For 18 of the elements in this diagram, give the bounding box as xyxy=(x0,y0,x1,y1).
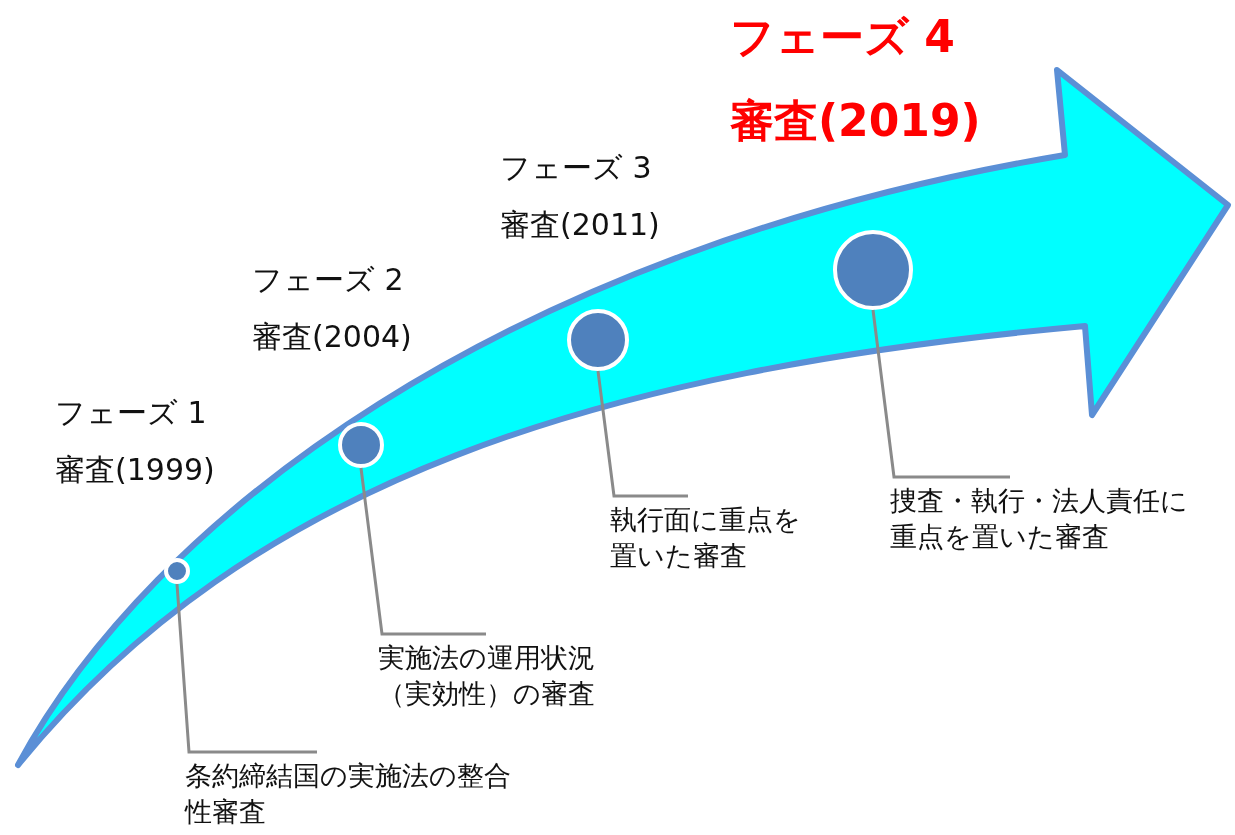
leader-line xyxy=(871,309,1010,479)
review-year-label: 審査(2004) xyxy=(252,318,412,356)
description-text: 捜査・執行・法人責任に重点を置いた審査 xyxy=(890,477,1190,555)
leader-line xyxy=(596,370,688,498)
leader-line xyxy=(359,467,486,636)
description-text: 条約締結国の実施法の整合性審査 xyxy=(185,752,515,830)
phase-label: フェーズ 1 xyxy=(55,394,207,432)
review-year-label: 審査(2019) xyxy=(730,93,981,148)
milestone-circle xyxy=(566,308,630,372)
review-year-label: 審査(1999) xyxy=(55,451,215,489)
phase-label: フェーズ 4 xyxy=(730,10,955,64)
description-text: 実施法の運用状況（実効性）の審査 xyxy=(378,634,648,712)
milestone-circle xyxy=(163,557,191,585)
review-year-label: 審査(2011) xyxy=(500,206,660,244)
phase-label: フェーズ 2 xyxy=(252,261,404,299)
milestone-circle xyxy=(832,229,914,311)
phase-label: フェーズ 3 xyxy=(500,149,652,187)
description-text: 執行面に重点を置いた審査 xyxy=(610,496,805,574)
